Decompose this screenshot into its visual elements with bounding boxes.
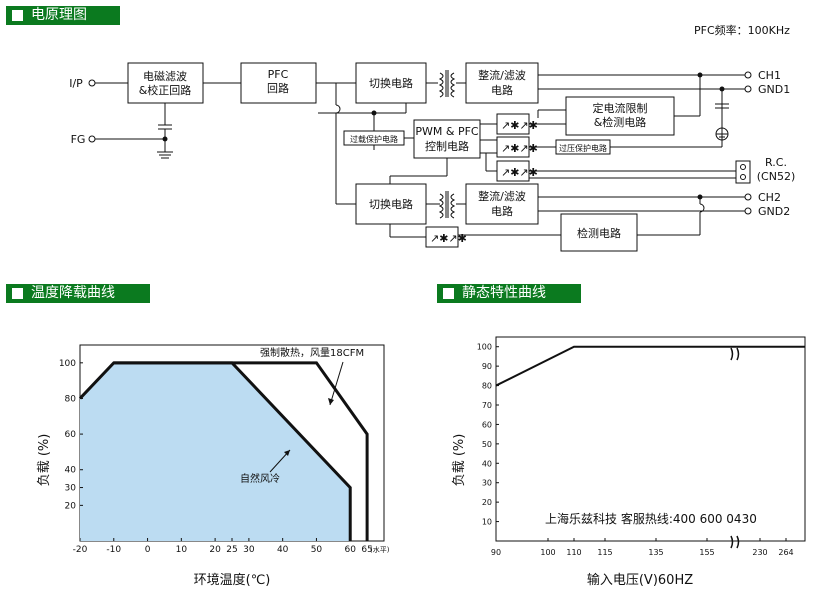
derating-annot-natural: 自然风冷 [240, 472, 280, 485]
square-icon [12, 10, 23, 21]
derating-x-tick: 10 [176, 545, 188, 555]
emi-label-2: &校正回路 [139, 83, 192, 97]
block-diagram: ↗✱↗✱ ↗✱↗✱ ↗✱↗✱ ↗✱↗✱ I/P FG 电磁滤波 &校正回路 PF… [69, 62, 796, 252]
emi-label-1: 电磁滤波 [143, 70, 187, 83]
square-icon [12, 288, 23, 299]
static-y-tick: 80 [482, 382, 492, 391]
gnd1-terminal [744, 85, 752, 93]
svg-text:↗✱↗✱: ↗✱↗✱ [501, 142, 538, 155]
port-gnd2: GND2 [758, 205, 790, 218]
derating-y-tick: 100 [59, 359, 76, 369]
axis-break-icon [730, 347, 740, 549]
static-y-tick: 100 [477, 343, 492, 352]
derating-y-tick: 20 [65, 501, 77, 511]
rect2-label-1: 整流/滤波 [478, 189, 526, 203]
static-y-tick: 70 [482, 401, 492, 410]
detect-block [560, 213, 638, 252]
static-header: 静态特性曲线 [437, 284, 581, 303]
port-fg: FG [71, 133, 86, 146]
static-y-tick: 30 [482, 479, 492, 488]
static-x-tick: 230 [752, 548, 767, 557]
static-x-tick: 110 [566, 548, 581, 557]
port-ch1: CH1 [758, 69, 781, 82]
ovp-label: 过压保护电路 [559, 143, 607, 153]
derating-x-tick: 0 [145, 545, 151, 555]
emi-filter-block [127, 62, 204, 104]
derating-x-tick: 20 [209, 545, 221, 555]
static-x-tick: 115 [597, 548, 612, 557]
static-x-tick: 135 [648, 548, 663, 557]
ch2-terminal [744, 193, 752, 201]
port-ip: I/P [69, 77, 83, 90]
derating-x-tick: 60 [344, 545, 356, 555]
sw2-label: 切换电路 [369, 197, 413, 211]
derating-plot-area [79, 344, 385, 542]
static-y-tick: 60 [482, 420, 492, 429]
pfc-label-2: 回路 [267, 82, 289, 95]
static-header-label: 静态特性曲线 [462, 285, 546, 301]
derating-x-tick: 50 [311, 545, 323, 555]
static-line [495, 345, 805, 387]
rc-label: R.C. [765, 156, 787, 169]
derating-x-tick: -20 [73, 545, 88, 555]
derating-x-tick: 30 [243, 545, 255, 555]
static-y-tick: 40 [482, 459, 492, 468]
schematic-header: 电原理图 [6, 6, 120, 25]
schematic-header-label: 电原理图 [31, 7, 87, 23]
derating-y-tick: 80 [65, 394, 77, 404]
derating-x-tick: -10 [106, 545, 121, 555]
sw1-label: 切换电路 [369, 76, 413, 90]
pfc-frequency: PFC频率：100KHz [694, 24, 790, 37]
cn52-label: (CN52) [757, 170, 796, 183]
rect1-label-1: 整流/滤波 [478, 68, 526, 82]
ctrl-label-1: PWM & PFC [415, 125, 479, 138]
derating-header-label: 温度降载曲线 [31, 285, 115, 301]
derating-xlabel: 环境温度(℃) [194, 572, 271, 588]
derating-x-unit: (水平) [370, 545, 390, 554]
static-x-tick: 100 [540, 548, 555, 557]
svg-text:↗✱↗✱: ↗✱↗✱ [501, 166, 538, 179]
static-x-tick: 155 [699, 548, 714, 557]
square-icon [443, 288, 454, 299]
static-y-tick: 10 [482, 518, 492, 527]
static-y-tick: 20 [482, 498, 492, 507]
derating-annot-forced: 强制散热，风量18CFM [260, 346, 364, 359]
static-plot-area [495, 336, 806, 542]
natural-cooling-line [78, 361, 352, 541]
derating-x-tick: 25 [226, 545, 237, 555]
derating-y-tick: 30 [65, 484, 77, 494]
rect2-label-2: 电路 [491, 205, 513, 218]
port-ch2: CH2 [758, 191, 781, 204]
derating-y-tick: 60 [65, 430, 77, 440]
fg-terminal [88, 135, 96, 143]
static-x-tick: 264 [778, 548, 793, 557]
derating-header: 温度降载曲线 [6, 284, 150, 303]
ctrl-label-2: 控制电路 [425, 139, 469, 153]
rc-connector [735, 160, 751, 184]
rect1-label-2: 电路 [491, 84, 513, 97]
pfc-label-1: PFC [268, 68, 289, 81]
climit-label-1: 定电流限制 [593, 101, 648, 115]
ch1-terminal [744, 71, 752, 79]
static-y-tick: 50 [482, 440, 492, 449]
static-xlabel: 输入电压(V)60HZ [587, 572, 693, 588]
gnd2-terminal [744, 207, 752, 215]
natural-cooling-area [80, 362, 351, 541]
svg-text:↗✱↗✱: ↗✱↗✱ [430, 232, 467, 245]
detect-label: 检测电路 [577, 226, 621, 240]
static-watermark: 上海乐兹科技 客服热线:400 600 0430 [545, 511, 757, 526]
svg-text:↗✱↗✱: ↗✱↗✱ [501, 119, 538, 132]
derating-x-tick: 40 [277, 545, 289, 555]
derating-x-tick: 65 [361, 545, 372, 555]
olp-label: 过载保护电路 [350, 134, 398, 144]
climit-label-2: &检测电路 [594, 115, 647, 129]
derating-ylabel: 负载 (%) [37, 434, 52, 487]
port-gnd1: GND1 [758, 83, 790, 96]
static-ylabel: 负载 (%) [452, 434, 467, 487]
static-y-tick: 90 [482, 362, 492, 371]
static-x-tick: 90 [491, 548, 501, 557]
ip-terminal [88, 79, 96, 87]
derating-y-tick: 40 [65, 466, 77, 476]
forced-cooling-line [113, 361, 369, 541]
